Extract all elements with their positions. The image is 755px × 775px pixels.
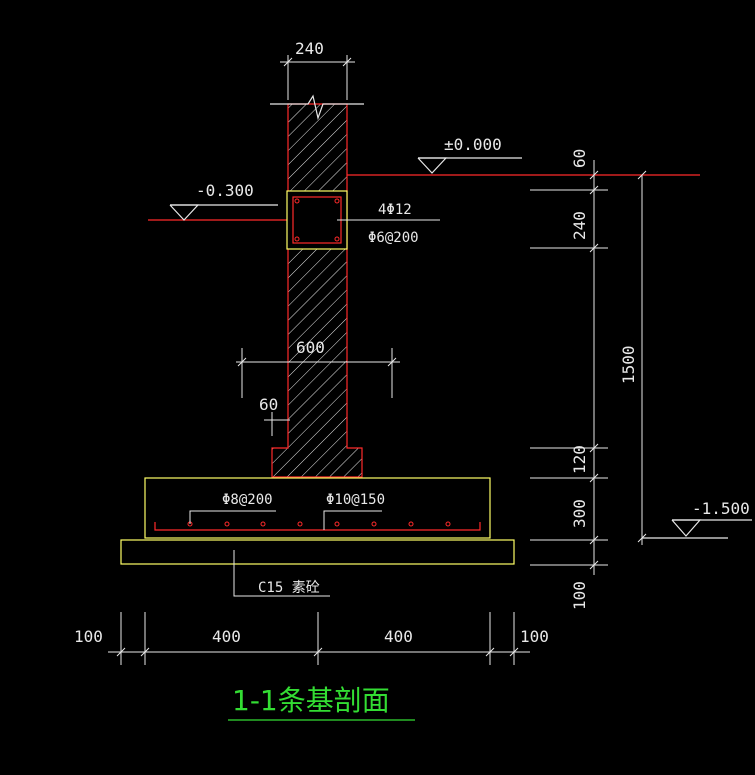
bedding <box>120 539 515 597</box>
break-line <box>270 94 364 121</box>
hdim-label-right-overhang: 100 <box>520 627 549 646</box>
elevation-marker-ground <box>417 157 522 174</box>
beam-main-bars-label: 4Φ12 <box>378 202 412 218</box>
elevation-marker-indoor <box>169 204 278 221</box>
vdim-label-100: 100 <box>570 581 589 610</box>
hdim-label-right-half: 400 <box>384 627 413 646</box>
vdim-label-1500: 1500 <box>619 345 638 384</box>
dim-wall-width <box>280 55 355 100</box>
footing <box>144 477 491 539</box>
vdim-label-300: 300 <box>570 499 589 528</box>
dim-step <box>236 348 400 436</box>
vdim-label-60: 60 <box>570 149 589 168</box>
footing-long-bars-label: Φ8@200 <box>222 492 273 508</box>
ground-beam <box>286 190 440 250</box>
hdim-label-left-overhang: 100 <box>74 627 103 646</box>
vdim-label-240: 240 <box>570 211 589 240</box>
beam-stirrups-label: Φ6@200 <box>368 230 419 246</box>
dim-horizontal-chain <box>108 612 530 665</box>
dim-label-step-width: 600 <box>296 338 325 357</box>
drawing-title: 1-1条基剖面 <box>232 684 390 717</box>
hdim-label-left-half: 400 <box>212 627 241 646</box>
dim-label-wall-thickness: 240 <box>295 39 324 58</box>
elevation-label-ground: ±0.000 <box>444 135 502 154</box>
elevation-label-indoor: -0.300 <box>196 181 254 200</box>
footing-trans-bars-label: Φ10@150 <box>326 492 385 508</box>
elevation-label-bottom: -1.500 <box>692 499 750 518</box>
footing-rebar-dots <box>187 521 451 527</box>
dim-label-step-offset: 60 <box>259 395 278 414</box>
elevation-marker-bottom <box>642 519 752 539</box>
vdim-label-120: 120 <box>570 445 589 474</box>
bedding-label: C15 素砼 <box>258 580 320 596</box>
dim-vertical-chain <box>530 160 647 575</box>
